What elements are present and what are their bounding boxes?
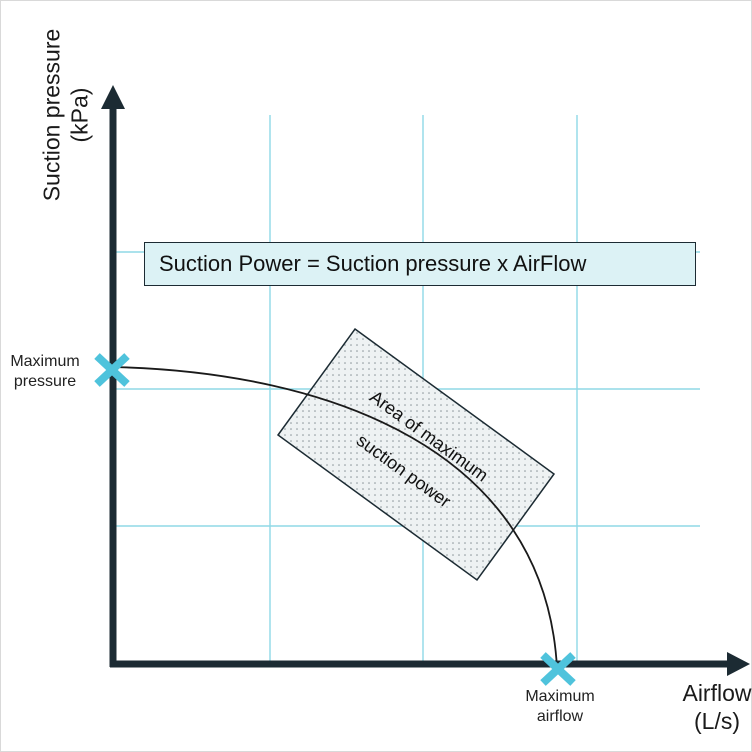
x-axis-title-line1: Airflow	[682, 680, 752, 706]
max-pressure-label-line2: pressure	[13, 373, 77, 390]
y-axis-title-line1: Suction pressure	[38, 28, 65, 202]
axes	[101, 85, 750, 676]
formula-box: Suction Power = Suction pressure x AirFl…	[144, 242, 696, 286]
x-axis-title-line2: (L/s)	[694, 707, 740, 734]
max-airflow-label-line2: airflow	[536, 708, 584, 725]
y-axis-title-line2: (kPa)	[66, 87, 92, 143]
area-of-maximum-suction-power	[276, 327, 556, 582]
pressure-airflow-curve	[112, 366, 558, 669]
formula-text: Suction Power = Suction pressure x AirFl…	[159, 251, 587, 276]
max-airflow-label-line1: Maximum	[525, 688, 595, 705]
x-axis-arrow	[727, 652, 750, 676]
max-airflow-label: Maximum airflow	[510, 687, 610, 727]
max-pressure-marker	[94, 353, 130, 387]
y-axis-arrow	[101, 85, 125, 109]
max-pressure-label-line1: Maximum	[10, 353, 80, 370]
x-axis-title: Airflow (L/s)	[672, 680, 752, 735]
max-airflow-marker	[540, 652, 576, 686]
max-pressure-label: Maximum pressure	[0, 352, 90, 392]
